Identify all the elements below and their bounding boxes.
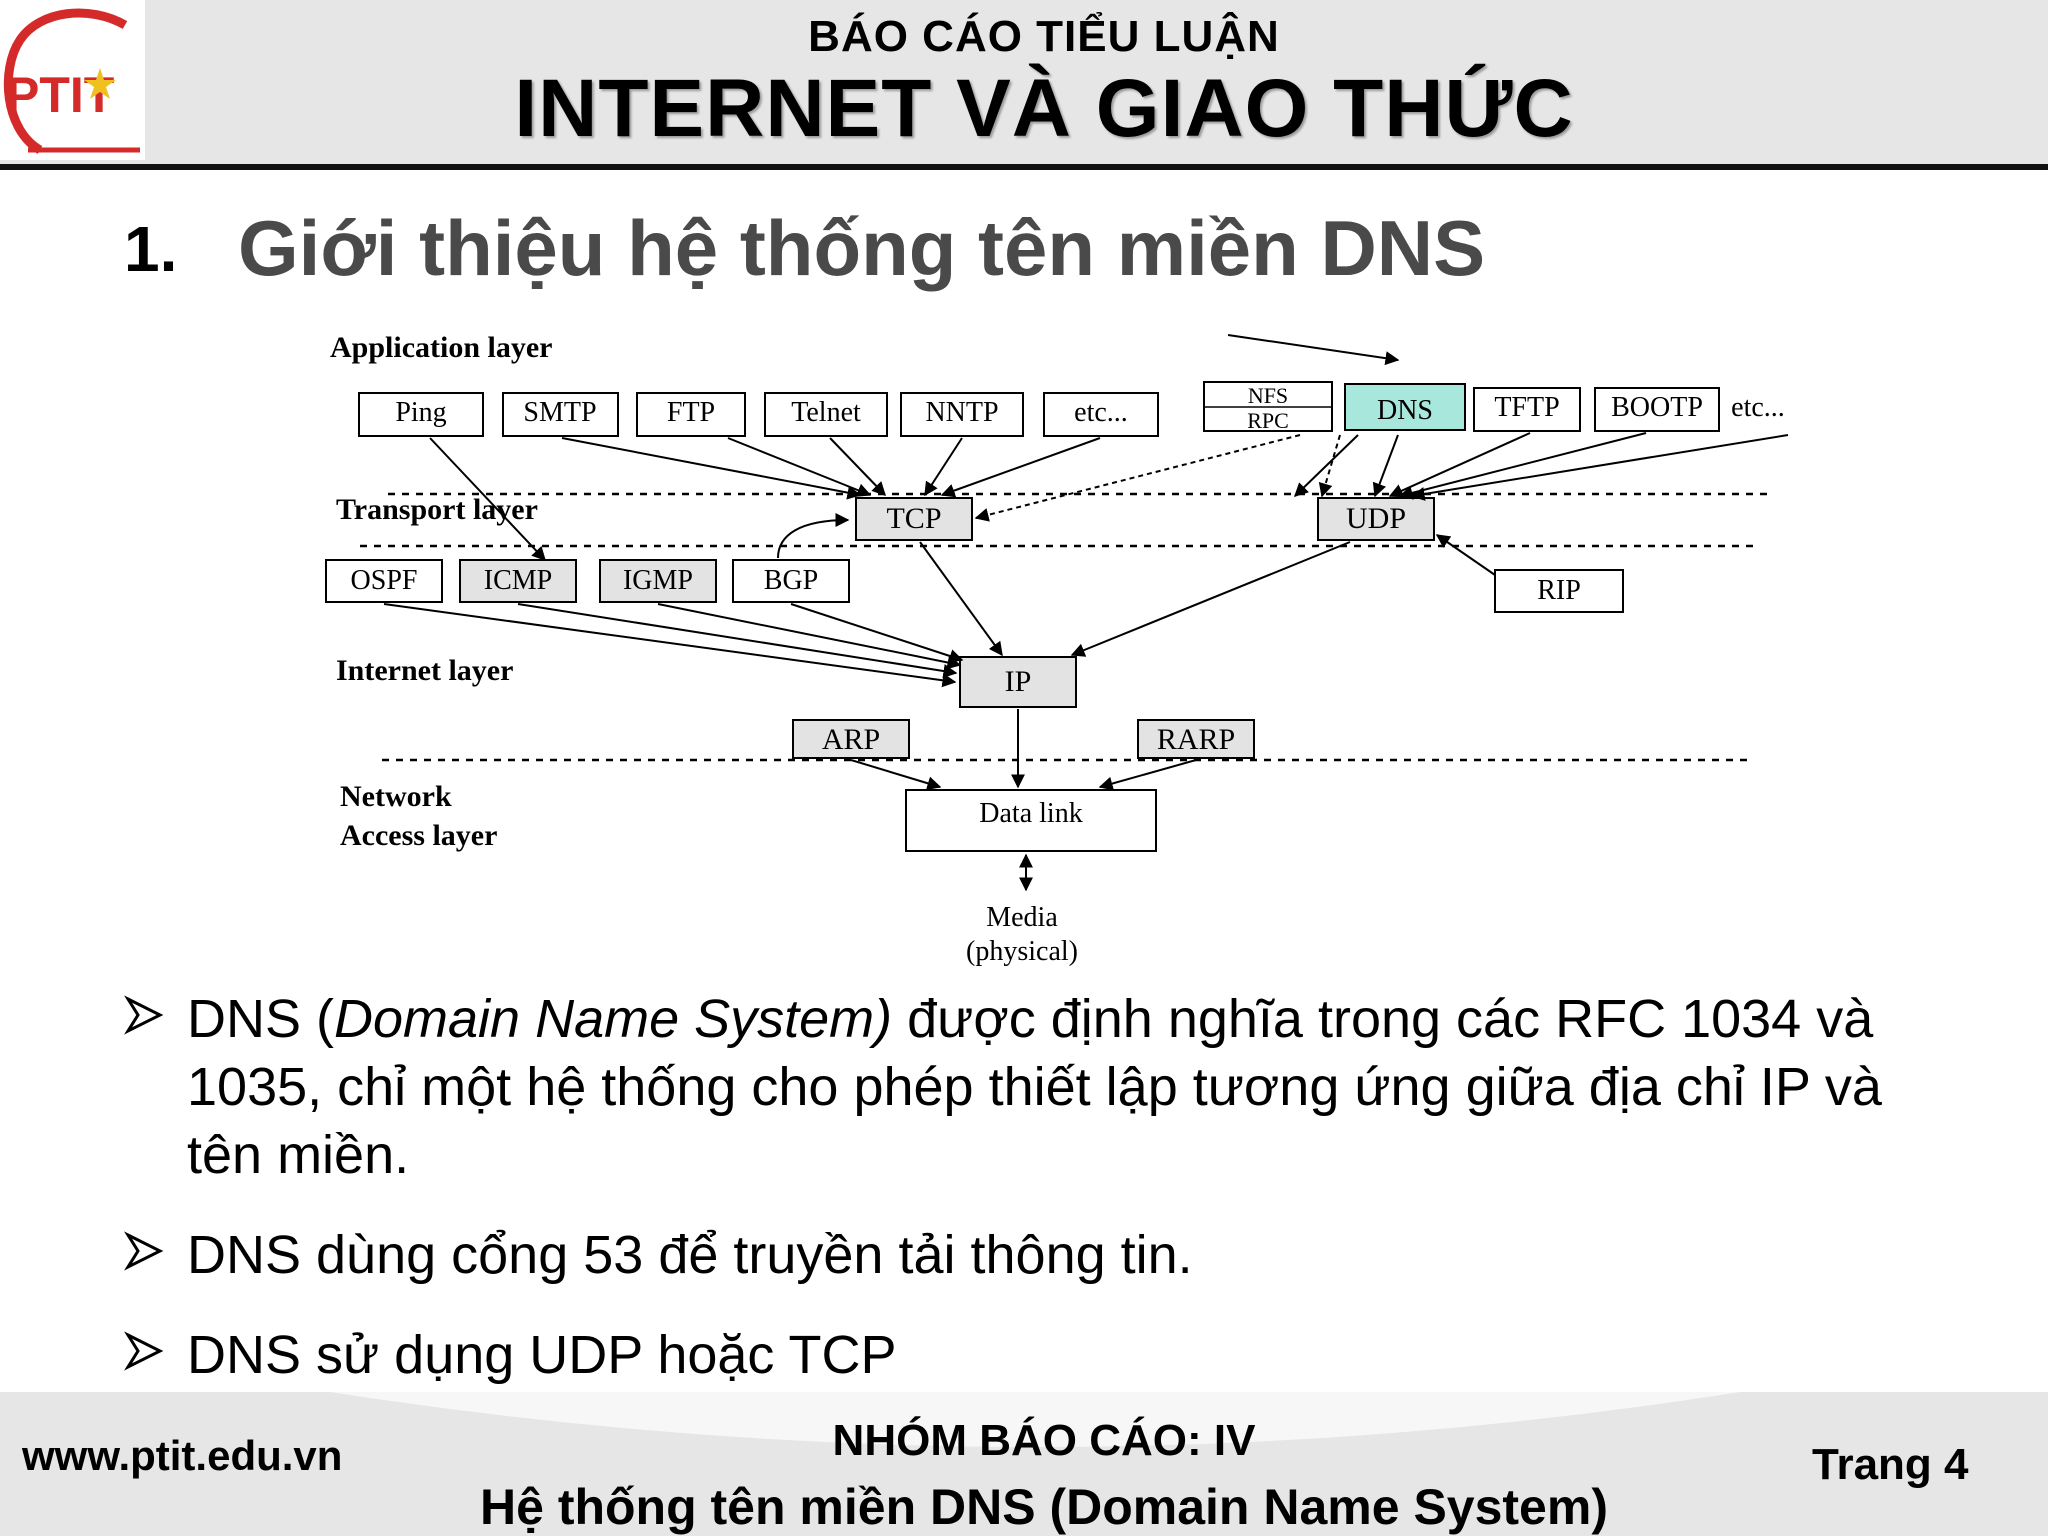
- report-title: INTERNET VÀ GIAO THỨC: [514, 63, 1574, 154]
- box-rarp: RARP: [1157, 723, 1235, 756]
- bullet-text: được định nghĩa trong các RFC 1034 và 10…: [187, 989, 1882, 1185]
- section-number: 1.: [124, 213, 178, 285]
- bullet-text-italic: Domain Name System): [334, 989, 893, 1049]
- box-dns: DNS: [1377, 395, 1433, 426]
- box-ftp: FTP: [667, 397, 715, 428]
- media-label: (physical): [966, 936, 1078, 967]
- box-tftp: TFTP: [1494, 392, 1559, 423]
- protocol-arrows: [383, 334, 1789, 892]
- box-rpc: RPC: [1247, 408, 1289, 433]
- bullet-text: DNS (: [187, 989, 334, 1049]
- box-rip: RIP: [1537, 575, 1581, 606]
- box-udp: UDP: [1346, 502, 1406, 535]
- page-number: Trang 4: [1812, 1440, 1969, 1489]
- tcpip-protocol-diagram: Application layer Transport layer Intern…: [325, 331, 1789, 967]
- box-etc: etc...: [1074, 397, 1128, 428]
- network-layer-label: Access layer: [340, 819, 497, 852]
- box-bgp: BGP: [764, 565, 818, 596]
- arrowhead-bullet-icon: [124, 995, 164, 1035]
- box-ping: Ping: [395, 397, 446, 428]
- arrowhead-bullet-icon: [124, 1331, 164, 1371]
- media-label: Media: [986, 902, 1058, 933]
- header-divider: [0, 164, 2048, 170]
- logo-text: PTIT: [6, 67, 114, 123]
- box-etc: etc...: [1731, 392, 1785, 423]
- bullet-text: DNS sử dụng UDP hoặc TCP: [187, 1325, 897, 1385]
- box-tcp: TCP: [886, 502, 941, 535]
- box-arp: ARP: [822, 723, 880, 756]
- box-ip: IP: [1005, 665, 1032, 698]
- footer-subtitle: Hệ thống tên miền DNS (Domain Name Syste…: [480, 1479, 1608, 1535]
- transport-layer-label: Transport layer: [336, 493, 538, 526]
- footer-url[interactable]: www.ptit.edu.vn: [22, 1432, 343, 1479]
- box-nfs: NFS: [1248, 383, 1288, 408]
- section-title: Giới thiệu hệ thống tên miền DNS: [238, 204, 1486, 292]
- box-nntp: NNTP: [925, 397, 998, 428]
- footer-arc: [330, 1392, 1740, 1447]
- footer-group: NHÓM BÁO CÁO: IV: [832, 1416, 1256, 1465]
- internet-layer-label: Internet layer: [336, 654, 513, 687]
- box-igmp: IGMP: [623, 565, 693, 596]
- bullet-item: DNS (Domain Name System) được định nghĩa…: [124, 985, 1924, 1189]
- box-telnet: Telnet: [791, 397, 861, 428]
- box-bootp: BOOTP: [1611, 392, 1703, 423]
- ptit-logo: PTIT: [0, 0, 145, 160]
- box-ospf: OSPF: [351, 565, 418, 596]
- network-layer-label: Network: [340, 780, 452, 813]
- report-subtitle: BÁO CÁO TIỂU LUẬN: [808, 12, 1280, 61]
- arrowhead-bullet-icon: [124, 1231, 164, 1271]
- slide-header: [0, 0, 2048, 168]
- bullet-list: DNS (Domain Name System) được định nghĩa…: [124, 985, 1924, 1421]
- box-data-link: Data link: [979, 798, 1082, 829]
- bullet-item: DNS sử dụng UDP hoặc TCP: [124, 1321, 1924, 1389]
- bullet-item: DNS dùng cổng 53 để truyền tải thông tin…: [124, 1221, 1924, 1289]
- box-smtp: SMTP: [523, 397, 596, 428]
- box-icmp: ICMP: [484, 565, 552, 596]
- application-layer-label: Application layer: [330, 331, 553, 364]
- bullet-text: DNS dùng cổng 53 để truyền tải thông tin…: [187, 1225, 1193, 1285]
